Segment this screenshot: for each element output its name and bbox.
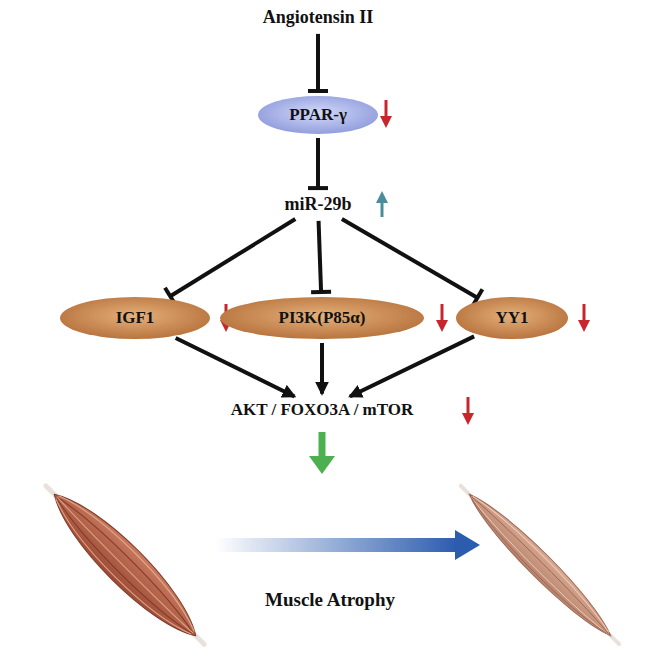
transition-arrow — [215, 530, 480, 560]
down-indicator — [220, 100, 590, 425]
caption-label: Muscle Atrophy — [265, 590, 395, 611]
node-text: YY1 — [495, 309, 528, 328]
node-text: Angiotensin II — [263, 8, 374, 28]
activation-arrow — [176, 338, 295, 396]
stimulus-label: Angiotensin II — [259, 6, 378, 30]
up-indicator — [376, 191, 388, 217]
inhibition-line — [319, 221, 322, 292]
inhibition-line — [342, 219, 477, 298]
inhibition-line — [170, 219, 295, 296]
target-ellipse: YY1 — [456, 297, 568, 339]
receptor-ellipse: PPAR-γ — [258, 96, 378, 134]
atrophied-muscle — [452, 477, 627, 652]
pathway-label: AKT / FOXO3A / mTOR — [227, 399, 418, 422]
inhibition-line — [316, 34, 320, 91]
target-ellipse: IGF1 — [60, 297, 210, 339]
node-text: IGF1 — [116, 309, 155, 328]
node-text: PPAR-γ — [289, 106, 347, 125]
inhibition-line — [316, 138, 320, 188]
target-ellipse: PI3K(P85α) — [220, 297, 424, 339]
mirna-label: miR-29b — [281, 193, 356, 217]
node-text: AKT / FOXO3A / mTOR — [231, 401, 414, 420]
node-text: miR-29b — [285, 195, 352, 215]
green-arrow — [309, 432, 335, 474]
activation-arrow — [320, 343, 324, 394]
activation-arrow — [350, 336, 474, 396]
node-text: PI3K(P85α) — [279, 309, 366, 328]
healthy-muscle — [32, 472, 218, 658]
